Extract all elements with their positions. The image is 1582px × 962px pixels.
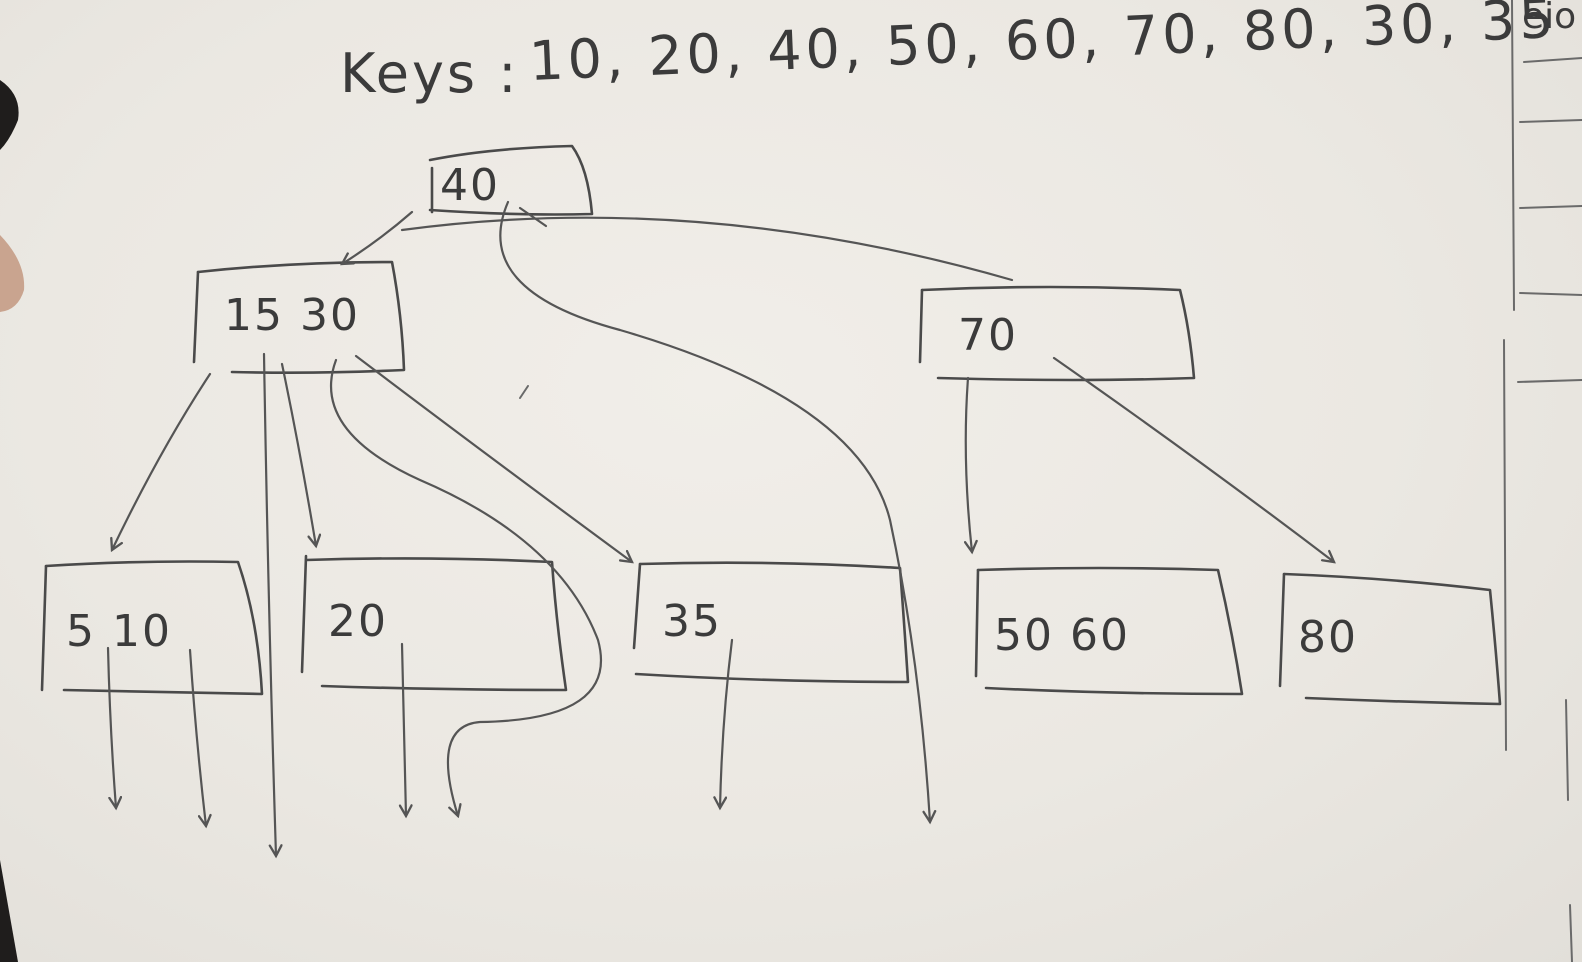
leaf3-side — [632, 562, 642, 650]
node-right-internal-box — [920, 285, 1196, 382]
edge-left-to-leaf2 — [280, 362, 316, 546]
notes-dash-5 — [1517, 379, 1582, 383]
node-right-internal-label: 70 — [958, 310, 1018, 361]
notes-dash-3 — [1519, 205, 1582, 209]
leaf4-label: 50 60 — [994, 610, 1130, 661]
leaf1-side — [40, 564, 48, 692]
leaf2-side — [300, 554, 308, 674]
node-root-label: 40 — [440, 160, 500, 211]
edge-leaf1-ptr-a — [106, 646, 116, 808]
edge-root-to-right — [400, 216, 1014, 282]
leaf5-label: 80 — [1298, 612, 1358, 663]
notes-mark — [1565, 699, 1573, 962]
corner-text: eio — [1522, 0, 1576, 37]
node-root-box — [428, 144, 594, 216]
leaf3-label: 35 — [662, 596, 722, 647]
keys-list: 10, 20, 40, 50, 60, 70, 80, 30, 35 — [528, 0, 1559, 93]
edge-right-to-leaf4 — [966, 376, 972, 552]
edge-root-down-long — [499, 200, 930, 822]
edge-left-down-1 — [262, 352, 276, 856]
leaf5-side — [1278, 572, 1286, 688]
leaf2-box — [304, 557, 568, 692]
leaf4-side — [974, 568, 980, 678]
person-face — [0, 235, 25, 312]
person-shoulder — [0, 860, 18, 962]
leaf1-box — [44, 560, 264, 696]
node-left-internal-box — [196, 260, 406, 374]
person-hair — [0, 80, 19, 150]
node-right-internal-side — [918, 288, 924, 364]
leaf1-label: 5 10 — [66, 606, 172, 657]
edge-left-to-leaf3 — [354, 354, 632, 562]
edge-leaf2-ptr — [402, 642, 406, 816]
node-left-internal-label: 15 30 — [224, 290, 360, 341]
stray-mark — [519, 385, 529, 399]
notes-dash-1 — [1523, 57, 1582, 63]
notes-dash-4 — [1519, 292, 1582, 296]
edge-root-to-left — [342, 210, 414, 264]
edge-root-tick — [518, 206, 548, 228]
edge-left-to-leaf1 — [112, 372, 212, 550]
edge-right-to-leaf5 — [1052, 356, 1334, 562]
edge-leaf1-ptr-b — [188, 648, 206, 826]
leaf4-box — [976, 566, 1244, 696]
keys-label: Keys : — [340, 42, 519, 105]
leaf5-box — [1282, 572, 1502, 706]
leaf2-label: 20 — [328, 596, 388, 647]
edge-leaf3-ptr — [720, 638, 734, 808]
node-left-internal-side — [192, 270, 200, 364]
board-edge-line — [1503, 0, 1515, 751]
notes-dash-2 — [1519, 119, 1582, 123]
leaf3-box — [634, 561, 910, 684]
edge-left-s-curve — [330, 358, 603, 816]
